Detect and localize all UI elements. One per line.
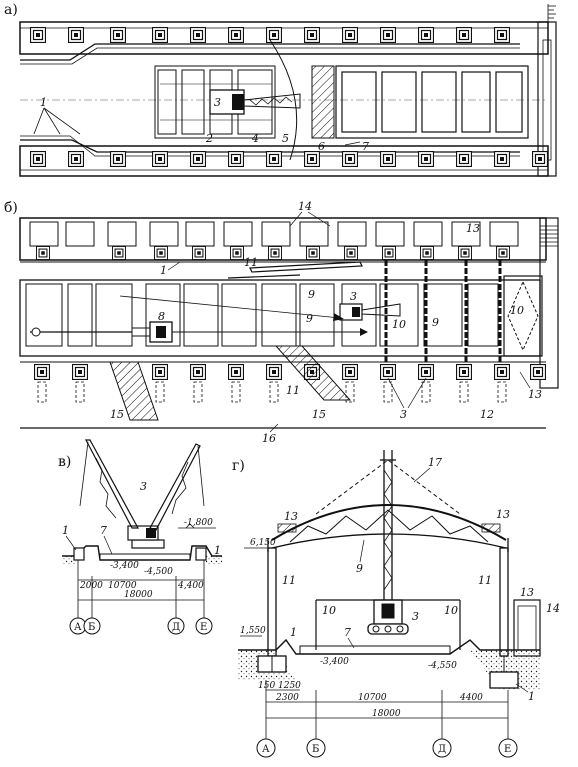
section-g-label-7: 7 xyxy=(344,626,351,639)
section-g-label-17: 17 xyxy=(428,456,442,469)
plan-b-label-8: 8 xyxy=(158,310,165,323)
section-g-elev-top: 6,150 xyxy=(250,538,276,548)
section-g-label-10a: 10 xyxy=(322,604,336,617)
plan-a-label-5: 5 xyxy=(282,132,289,145)
plan-b-label-9a: 9 xyxy=(308,288,315,301)
section-g-elev-left: 1,550 xyxy=(240,626,266,636)
section-v: в) -1,800 -3,400 -4,500 xyxy=(58,439,222,635)
section-v-label-7: 7 xyxy=(100,524,107,537)
tower-crane-icon xyxy=(367,450,409,635)
section-g-elev-low: -4,550 xyxy=(428,661,457,671)
plan-b-slabs xyxy=(19,275,543,357)
section-g-label-1b: 1 xyxy=(528,690,535,703)
plan-b: б) xyxy=(4,200,559,445)
plan-b-label-16: 16 xyxy=(262,432,276,445)
plan-b-label-15a: 15 xyxy=(110,408,124,421)
plan-b-label-10b: 10 xyxy=(510,304,524,317)
plan-b-panels xyxy=(227,261,363,279)
plan-a-label-6: 6 xyxy=(318,140,325,153)
section-b-label: б) xyxy=(4,200,18,216)
section-v-label: в) xyxy=(58,454,71,470)
section-g-label-9: 9 xyxy=(356,562,363,575)
section-g-dim-10700: 10700 xyxy=(358,693,387,703)
plan-a-label-7: 7 xyxy=(362,140,369,153)
plan-b-label-3a: 3 xyxy=(350,290,357,303)
plan-a: а) xyxy=(4,2,557,177)
section-g-axis-b: Б xyxy=(312,744,319,755)
section-v-label-3: 3 xyxy=(140,480,147,493)
plan-b-label-11b: 11 xyxy=(286,384,300,397)
plan-b-label-13a: 13 xyxy=(466,222,480,235)
crawler-crane-icon xyxy=(79,439,205,549)
section-v-dim-18000: 18000 xyxy=(124,590,153,600)
section-g-axis-e: Е xyxy=(504,744,511,755)
section-g-label: г) xyxy=(232,458,245,474)
plan-a-label-4: 4 xyxy=(251,132,259,145)
section-v-axis-e: Е xyxy=(200,622,207,633)
section-v-axis-a: А xyxy=(74,622,82,633)
plan-a-label-2: 2 xyxy=(205,132,213,145)
plan-b-frames xyxy=(384,260,502,370)
section-g-label-1a: 1 xyxy=(290,626,297,639)
plan-a-label-1: 1 xyxy=(40,96,47,109)
plan-b-label-1: 1 xyxy=(160,264,167,277)
section-v-label-1a: 1 xyxy=(62,524,69,537)
section-g-label-13a: 13 xyxy=(284,510,298,523)
section-v-axis-d: Д xyxy=(172,622,180,633)
plan-b-label-11a: 11 xyxy=(244,256,258,269)
truck-icon xyxy=(131,321,173,343)
section-v-elev-pit: -3,400 xyxy=(110,561,139,571)
plan-b-label-14: 14 xyxy=(298,200,312,213)
section-v-dim-4400: 4,400 xyxy=(177,581,204,591)
plan-b-label-12: 12 xyxy=(480,408,494,421)
section-g-axis-d: Д xyxy=(438,744,446,755)
plan-b-label-10a: 10 xyxy=(392,318,406,331)
plan-b-top-bays xyxy=(29,221,519,247)
section-g-label-11b: 11 xyxy=(478,574,492,587)
section-v-label-1b: 1 xyxy=(214,544,221,557)
section-g-label-13b: 13 xyxy=(496,508,510,521)
section-g-label-10b: 10 xyxy=(444,604,458,617)
section-v-elev-low: -4,500 xyxy=(144,567,173,577)
plan-b-top-columns xyxy=(36,246,510,260)
plan-b-label-15b: 15 xyxy=(312,408,326,421)
section-g-dim-150: 150 xyxy=(258,681,275,691)
inner-frame xyxy=(315,599,461,650)
section-v-dim-10700: 10700 xyxy=(108,581,137,591)
section-g-label-3: 3 xyxy=(412,610,419,623)
plan-b-label-13b: 13 xyxy=(528,388,542,401)
section-g: г) xyxy=(232,450,560,758)
crane-icon-b xyxy=(339,303,401,321)
roof-truss xyxy=(271,504,507,549)
section-g-elev-pit: -3,400 xyxy=(320,657,349,667)
section-g-dim-18000: 18000 xyxy=(372,709,401,719)
section-g-dim-1250: 1250 xyxy=(278,681,301,691)
section-v-axis-b: Б xyxy=(88,622,95,633)
section-g-dim-4400: 4400 xyxy=(459,693,483,703)
section-g-label-13c: 13 xyxy=(520,586,534,599)
section-g-label-11a: 11 xyxy=(282,574,296,587)
plan-b-label-9b: 9 xyxy=(306,312,313,325)
plan-b-footings xyxy=(37,381,507,403)
section-v-dim-2000: 2000 xyxy=(79,581,103,591)
plan-a-label-3: 3 xyxy=(214,96,221,109)
section-g-label-14: 14 xyxy=(546,602,560,615)
plan-b-label-9c: 9 xyxy=(432,316,439,329)
plan-b-label-3b: 3 xyxy=(400,408,407,421)
section-v-elev-top: -1,800 xyxy=(184,518,213,528)
scale-ruler xyxy=(547,4,556,22)
section-g-dim-2300: 2300 xyxy=(275,693,299,703)
section-g-axis-a: А xyxy=(262,744,270,755)
section-a-label: а) xyxy=(4,2,18,18)
plan-a-slabs-right xyxy=(335,65,529,139)
crane-icon xyxy=(209,89,301,115)
